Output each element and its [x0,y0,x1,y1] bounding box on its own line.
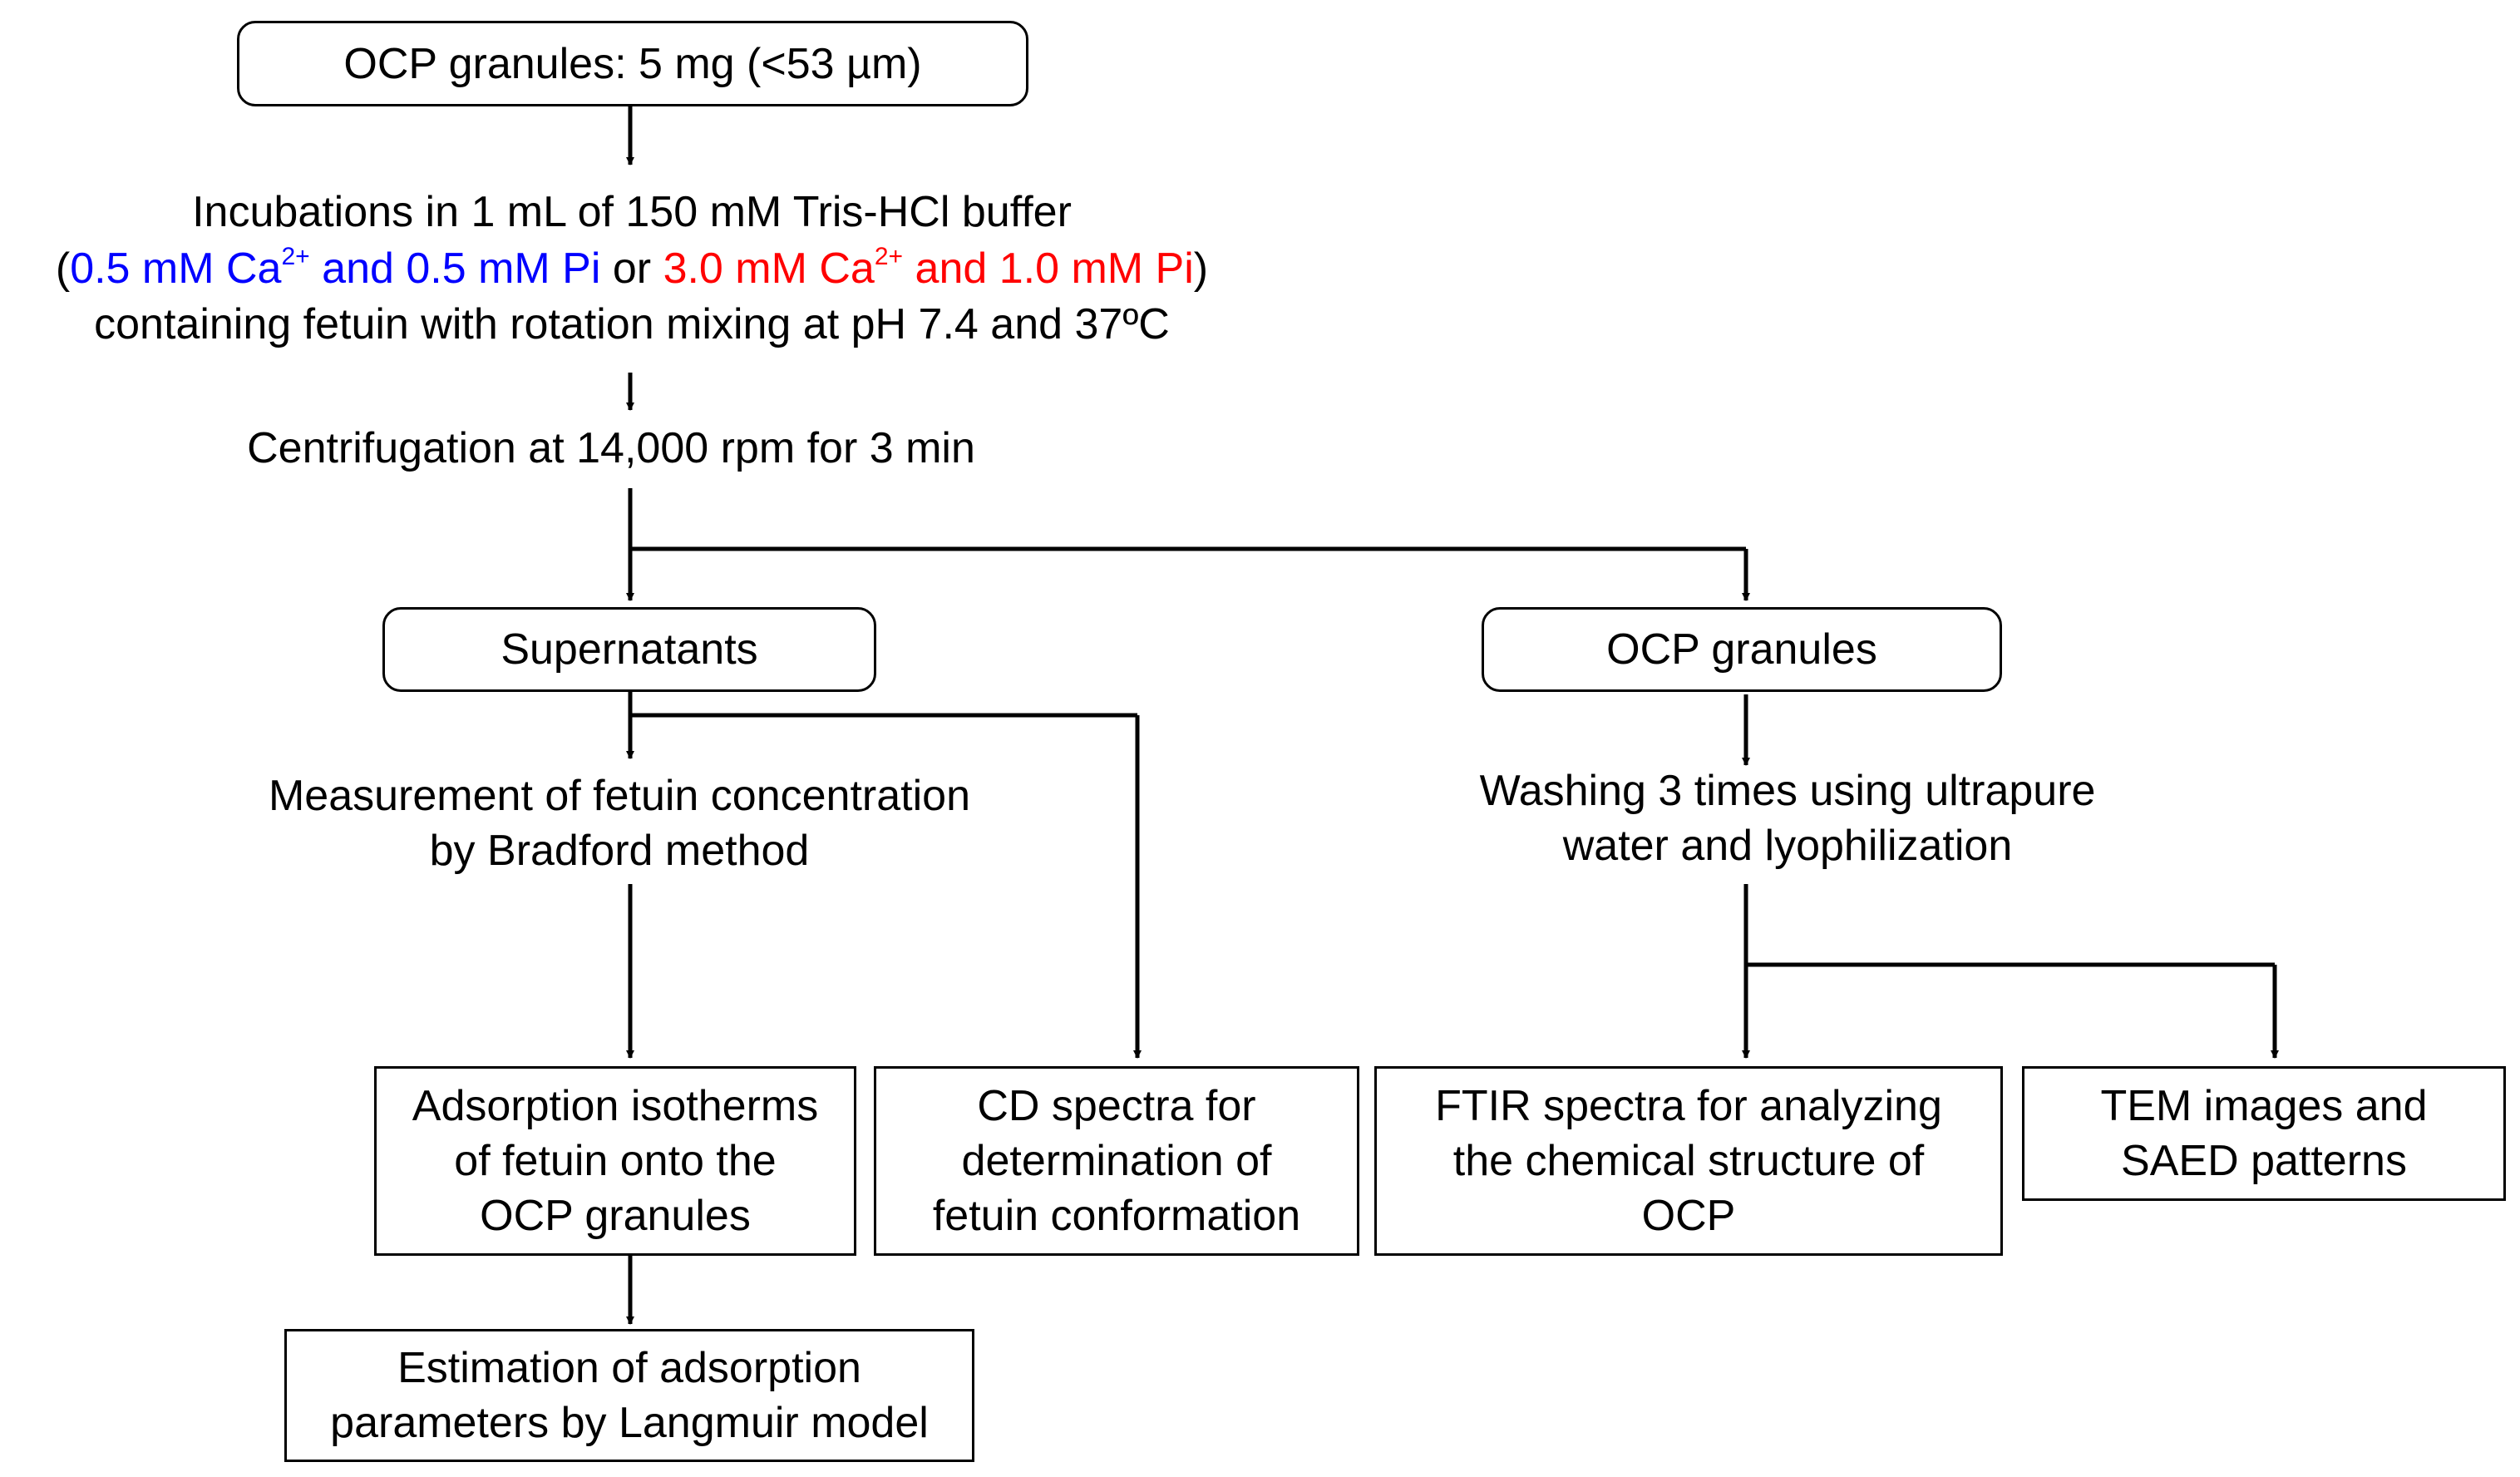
adsorption-label: Adsorption isotherms of fetuin onto the … [412,1082,819,1240]
washing-text: Washing 3 times using ultrapure water an… [1479,767,2096,870]
supernatants-label: Supernatants [501,625,758,674]
incubation-line-2: (0.5 mM Ca2+ and 0.5 mM Pi or 3.0 mM Ca2… [0,241,1264,296]
or-word: or [600,245,663,293]
tem-label: TEM images and SAED patterns [2100,1082,2428,1185]
adsorption-box: Adsorption isotherms of fetuin onto the … [374,1066,856,1256]
condition-a: 0.5 mM Ca2+ and 0.5 mM Pi [70,243,601,294]
condition-b: 3.0 mM Ca2+ and 1.0 mM Pi [663,243,1194,294]
supernatants-box: Supernatants [382,607,876,692]
ftir-label: FTIR spectra for analyzing the chemical … [1435,1082,1942,1240]
langmuir-label: Estimation of adsorption parameters by L… [330,1344,929,1447]
cd-spectra-label: CD spectra for determination of fetuin c… [932,1082,1301,1240]
langmuir-box: Estimation of adsorption parameters by L… [284,1329,974,1462]
measurement-text: Measurement of fetuin concentration by B… [268,772,971,875]
start-box: OCP granules: 5 mg (<53 µm) [237,21,1028,106]
close-paren: ) [1193,245,1209,293]
ocp-granules-box: OCP granules [1482,607,2002,692]
open-paren: ( [55,245,71,293]
ocp-granules-label: OCP granules [1606,625,1877,674]
start-box-label: OCP granules: 5 mg (<53 µm) [343,39,922,88]
tem-box: TEM images and SAED patterns [2022,1066,2506,1201]
centrifugation-text: Centrifugation at 14,000 rpm for 3 min [247,424,975,472]
cd-spectra-box: CD spectra for determination of fetuin c… [874,1066,1359,1256]
ftir-box: FTIR spectra for analyzing the chemical … [1374,1066,2003,1256]
incubation-line-1: Incubations in 1 mL of 150 mM Tris-HCl b… [192,188,1072,236]
incubation-line-3: containing fetuin with rotation mixing a… [94,300,1170,348]
